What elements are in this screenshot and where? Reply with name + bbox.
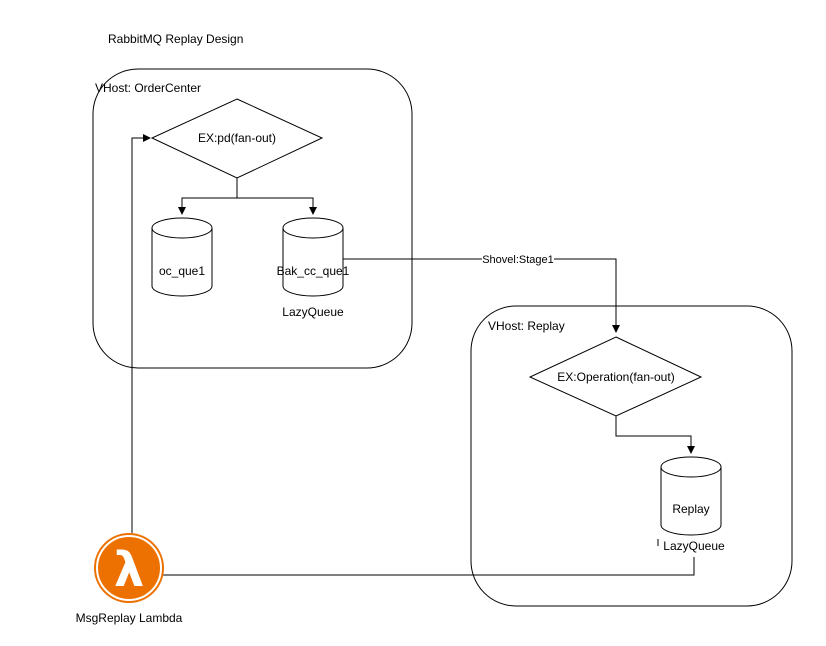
edge-operation-to-replay <box>615 416 695 454</box>
edge-replay-to-lambda <box>163 557 695 576</box>
exchange-operation-label: EX:Operation(fan-out) <box>557 370 674 384</box>
queue-oc-que1-label: oc_que1 <box>159 264 205 278</box>
shovel-label: Shovel:Stage1 <box>482 254 554 266</box>
edge-lambda-to-pd <box>131 134 151 533</box>
queue-oc-que1[interactable] <box>151 217 213 297</box>
queue-replay[interactable] <box>660 456 722 536</box>
vhost-ordercenter-label: VHost: OrderCenter <box>95 81 201 95</box>
queue-bak-cc-que1[interactable] <box>282 217 344 297</box>
edge-pd-to-oc-que1 <box>178 178 238 215</box>
exchange-pd-label: EX:pd(fan-out) <box>198 131 276 145</box>
shovel-label-bg <box>482 252 554 266</box>
edge-shovel-stage1 <box>343 258 620 333</box>
lambda-icon[interactable]: λ <box>94 533 164 603</box>
edge-pd-to-bak-cc-que1 <box>237 197 317 215</box>
diagram-title: RabbitMQ Replay Design <box>108 32 243 46</box>
lambda-label: MsgReplay Lambda <box>76 611 183 625</box>
queue-replay-note: LazyQueue <box>663 539 725 553</box>
queue-bak-cc-que1-label: Bak_cc_que1 <box>277 264 350 278</box>
vhost-replay-container[interactable] <box>470 305 793 607</box>
vhost-replay-label: VHost: Replay <box>488 319 565 333</box>
vhost-ordercenter-container[interactable] <box>92 68 413 369</box>
queue-bak-cc-que1-note: LazyQueue <box>282 305 344 319</box>
lambda-symbol: λ <box>114 542 144 598</box>
queue-replay-label: Replay <box>672 502 709 516</box>
